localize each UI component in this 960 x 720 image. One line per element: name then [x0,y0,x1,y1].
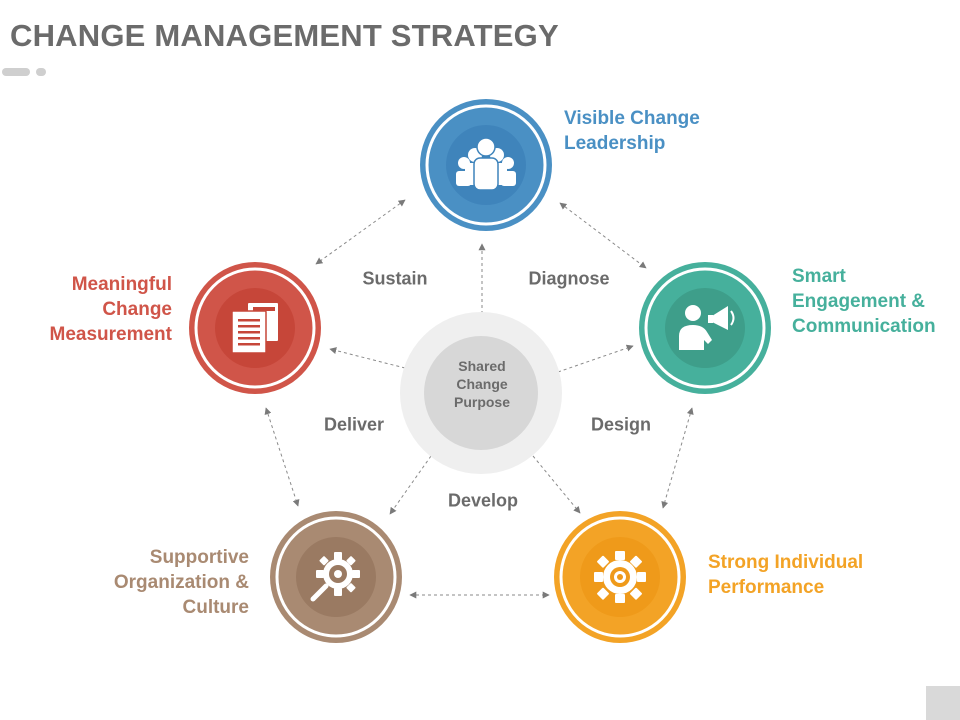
node-engagement [639,262,771,394]
label-leadership-line-2: Leadership [564,133,666,154]
label-culture-line-1: Supportive [149,547,249,568]
label-engagement-line-2: Engagement & [792,291,926,312]
node-performance [554,511,686,643]
stage-develop: Develop [447,490,519,511]
title-underline-dot [36,68,46,76]
label-performance-line-2: Performance [708,577,825,598]
label-culture: Supportive Organization & Culture [114,545,249,620]
arrow-center-culture [389,455,432,515]
label-measurement: Meaningful Change Measurement [50,272,173,347]
label-measurement-line-3: Measurement [49,324,173,345]
label-engagement: Smart Engagement & Communication [792,264,936,339]
arrow-center-performance [532,455,581,514]
arrow-engagement-performance [661,407,694,509]
gear-icon [594,551,646,603]
stage-sustain: Sustain [362,268,428,289]
label-engagement-line-3: Communication [792,316,936,337]
people-group-icon [456,137,516,191]
gear-search-icon [310,552,360,602]
node-culture [270,511,402,643]
arrow-center-measurement [329,347,406,369]
label-leadership-line-1: Visible Change [564,108,700,129]
node-measurement [189,262,321,394]
title-underline-bar [2,68,30,76]
speaker-megaphone-icon [679,305,735,350]
arrow-center-engagement [557,344,634,373]
stage-deliver: Deliver [323,414,385,435]
stage-design: Design [590,414,652,435]
label-engagement-line-1: Smart [792,266,846,287]
center-label: Shared Change Purpose [432,357,532,411]
node-leadership [420,99,552,231]
arrow-leadership-engagement [559,202,647,269]
label-culture-line-2: Organization & [113,572,249,593]
center-line-3: Purpose [453,394,510,410]
center-line-2: Change [456,376,508,392]
stage-diagnose: Diagnose [528,268,610,289]
label-measurement-line-1: Meaningful [71,274,172,295]
center-hub [400,312,562,474]
label-performance: Strong Individual Performance [708,550,863,600]
label-performance-line-1: Strong Individual [708,552,864,573]
label-leadership: Visible Change Leadership [564,106,700,156]
corner-box [926,686,960,720]
arrow-leadership-measurement [315,199,406,265]
arrow-measurement-culture [264,407,300,507]
center-line-1: Shared [458,358,506,374]
page-title: CHANGE MANAGEMENT STRATEGY [10,18,559,53]
documents-icon [231,303,278,354]
label-culture-line-3: Culture [182,597,250,618]
label-measurement-line-2: Change [102,299,172,320]
